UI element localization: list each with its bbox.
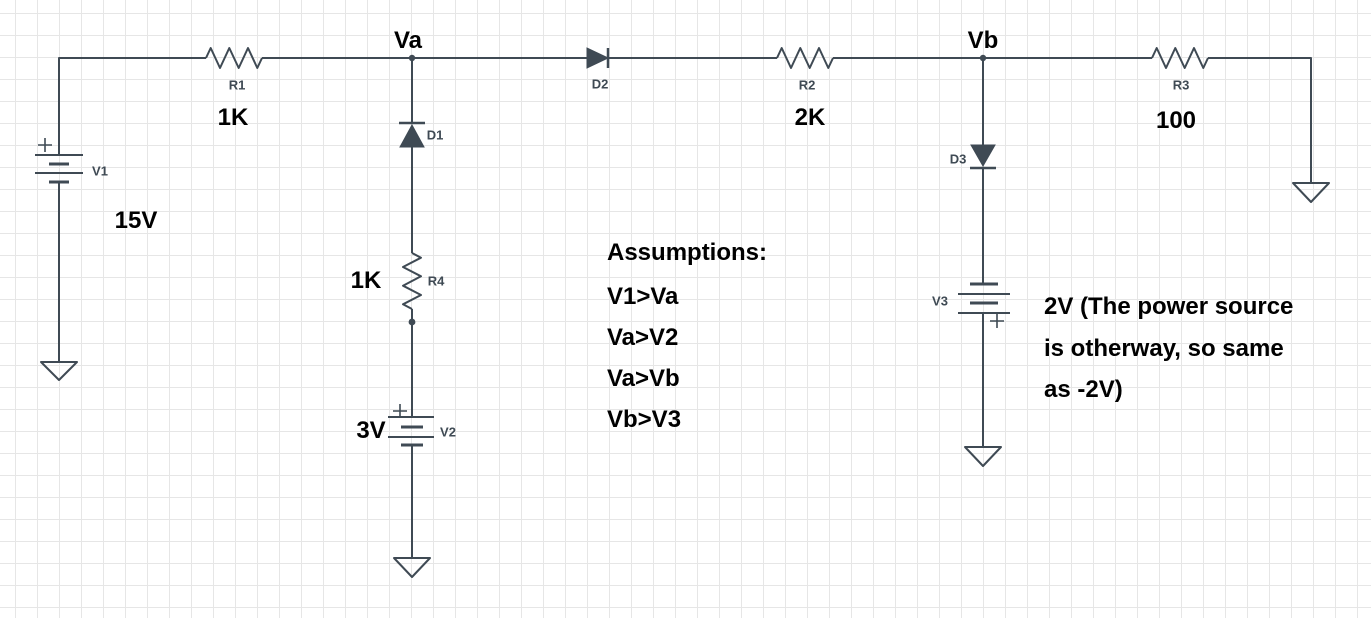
value-label-r2[interactable]: 2K (794, 104, 826, 131)
node-label-vb[interactable]: Vb (967, 27, 999, 54)
wire-r3-to-ground[interactable] (1208, 57, 1312, 183)
assumption-line-2[interactable]: Va>V2 (607, 324, 679, 351)
resistor-r1-symbol[interactable] (205, 47, 263, 69)
ref-label-v1[interactable]: V1 (92, 163, 108, 179)
battery-v2-symbol[interactable] (388, 404, 434, 447)
ref-label-r1[interactable]: R1 (228, 77, 246, 93)
diode-d1-symbol[interactable] (399, 121, 425, 148)
ref-label-v2[interactable]: V2 (440, 424, 456, 440)
plus-sign-v2 (393, 404, 407, 418)
value-label-r1[interactable]: 1K (217, 104, 249, 131)
resistor-r2-symbol[interactable] (776, 47, 834, 69)
ground-symbol-v2[interactable] (393, 557, 431, 578)
value-label-v2[interactable]: 3V (356, 417, 386, 444)
value-label-r3[interactable]: 100 (1155, 107, 1197, 134)
battery-v1-symbol[interactable] (35, 138, 83, 184)
ref-label-v3[interactable]: V3 (932, 293, 948, 309)
v3-note-line-2[interactable]: is otherway, so same (1044, 335, 1284, 362)
value-label-r4[interactable]: 1K (350, 267, 382, 294)
plus-sign-v1 (38, 138, 52, 152)
assumption-line-4[interactable]: Vb>V3 (607, 406, 682, 433)
assumption-line-1[interactable]: V1>Va (607, 283, 679, 310)
diode-d2-symbol[interactable] (586, 47, 610, 69)
assumptions-title[interactable]: Assumptions: (607, 239, 768, 266)
ground-symbol-v3[interactable] (964, 446, 1002, 467)
ref-label-r3[interactable]: R3 (1172, 77, 1190, 93)
ground-symbol-right[interactable] (1292, 182, 1330, 203)
node-label-va[interactable]: Va (393, 27, 423, 54)
v3-note-line-3[interactable]: as -2V) (1044, 376, 1123, 403)
ref-label-d3[interactable]: D3 (949, 151, 967, 167)
v3-note-line-1[interactable]: 2V (The power source (1044, 293, 1294, 320)
ref-label-d1[interactable]: D1 (426, 127, 444, 143)
ground-symbol-v1[interactable] (40, 361, 78, 381)
wire-v1-to-r1[interactable] (58, 57, 206, 155)
plus-sign-v3 (990, 314, 1004, 328)
assumption-line-3[interactable]: Va>Vb (607, 365, 680, 392)
node-dot-vb[interactable] (979, 54, 987, 62)
value-label-v1[interactable]: 15V (114, 207, 158, 234)
ref-label-r4[interactable]: R4 (427, 273, 445, 289)
battery-v3-symbol[interactable] (958, 282, 1010, 328)
node-dot-va[interactable] (408, 54, 416, 62)
ref-label-r2[interactable]: R2 (798, 77, 816, 93)
ref-label-d2[interactable]: D2 (591, 76, 609, 92)
resistor-r3-symbol[interactable] (1151, 47, 1209, 69)
node-dot-r4-v2[interactable] (408, 318, 416, 326)
diode-d3-symbol[interactable] (970, 144, 996, 170)
resistor-r4-symbol[interactable] (402, 252, 422, 310)
